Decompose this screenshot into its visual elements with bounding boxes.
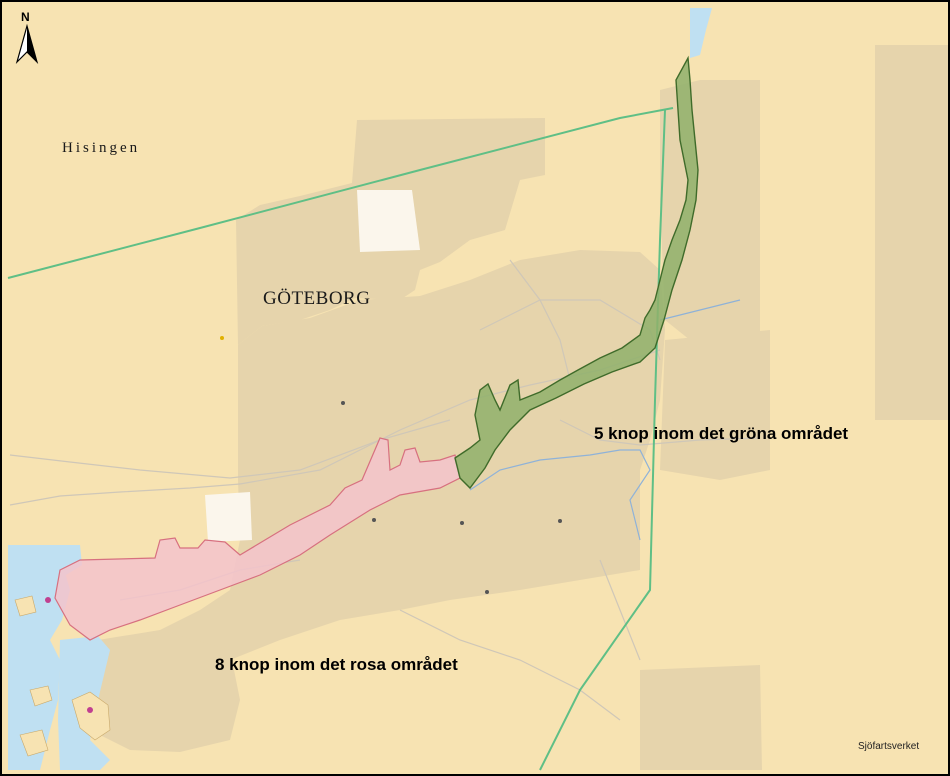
symbol-8 [87, 707, 93, 713]
island-1 [14, 595, 37, 617]
city-label: GÖTEBORG [263, 288, 371, 309]
road-5 [509, 259, 571, 381]
credit-label: Sjöfartsverket [858, 741, 920, 752]
open-land-patch-1 [357, 190, 420, 252]
urban-area-east-small [690, 250, 735, 305]
symbol-7 [45, 597, 51, 603]
green-speed-zone [454, 55, 699, 490]
pink-speed-zone [54, 437, 461, 641]
symbol-3 [485, 590, 489, 594]
road-7 [599, 559, 641, 661]
symbol-4 [558, 519, 562, 523]
urban-area-block [380, 530, 470, 575]
harbor-islands [14, 595, 111, 757]
boundary-line-east [539, 109, 666, 771]
pink-zone-label: 8 knop inom det rosa området [215, 655, 458, 674]
symbol-2 [460, 521, 464, 525]
open-land-patches [205, 190, 420, 542]
island-4 [19, 729, 49, 757]
stream-1 [469, 449, 651, 541]
road-6 [559, 419, 761, 446]
north-arrow-icon [15, 23, 39, 65]
urban-area-south [98, 630, 240, 752]
road-1 [9, 483, 241, 506]
urban-area-southeast [640, 665, 762, 770]
boundary-lines [7, 107, 674, 771]
open-land-patch-2 [205, 492, 252, 542]
symbol-6 [220, 336, 224, 340]
urban-area-far-east [875, 45, 948, 420]
symbol-5 [372, 518, 376, 522]
streams [469, 299, 741, 541]
map-symbols [45, 336, 562, 713]
island-3 [71, 691, 111, 741]
island-label: Hisingen [62, 140, 141, 156]
boundary-line-north [7, 107, 674, 279]
north-label: N [21, 10, 30, 24]
island-2 [29, 685, 53, 707]
urban-area-east-strip [660, 80, 760, 345]
green-zone-label: 5 knop inom det gröna området [594, 424, 849, 443]
road-8 [399, 609, 621, 721]
stream-2 [659, 299, 741, 321]
water-river-north [690, 8, 712, 58]
urban-area-east-mid [660, 330, 770, 480]
symbol-1 [341, 401, 345, 405]
